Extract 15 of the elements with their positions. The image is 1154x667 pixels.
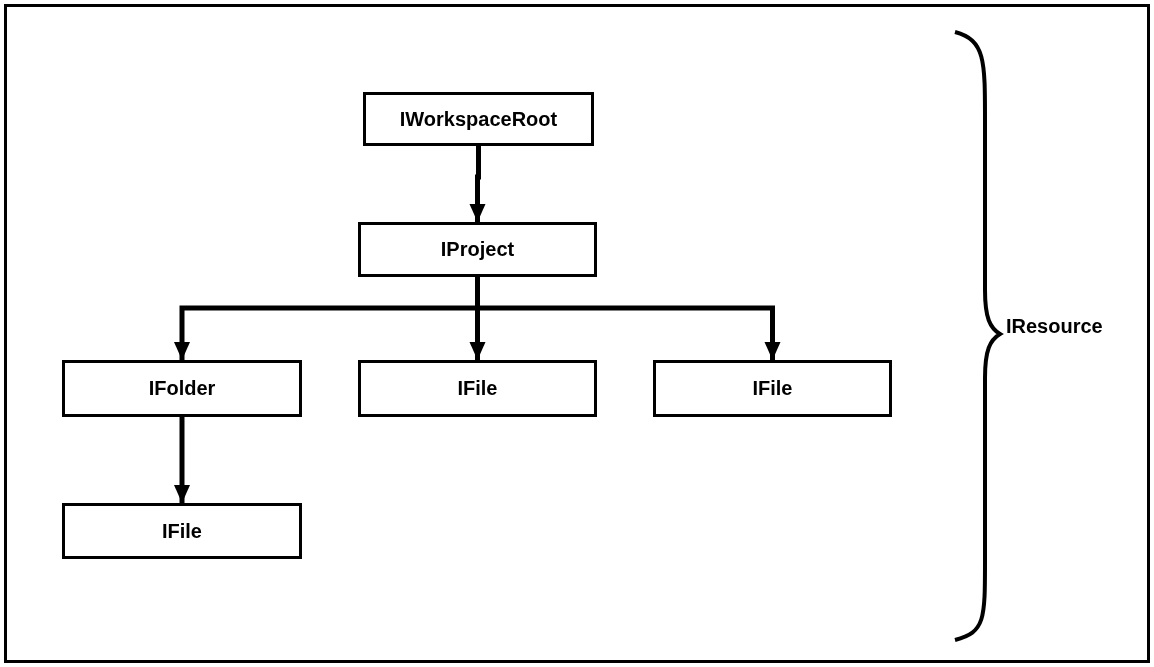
arrow: [469, 146, 486, 222]
group-label: IResource: [1006, 315, 1103, 338]
class-name: IWorkspaceRoot: [399, 107, 558, 131]
arrow: [174, 417, 190, 503]
class-name: IFile: [752, 377, 793, 400]
class-box: [363, 92, 594, 146]
class-box: [62, 360, 302, 417]
class-name: IFile: [457, 377, 498, 400]
class-box: [653, 360, 892, 417]
class-box: [358, 360, 597, 417]
class-box: [62, 503, 302, 559]
class-name: IFolder: [148, 377, 216, 400]
class-name: IFile: [162, 519, 202, 543]
class-box: [358, 222, 597, 277]
class-name: IProject: [440, 238, 515, 261]
